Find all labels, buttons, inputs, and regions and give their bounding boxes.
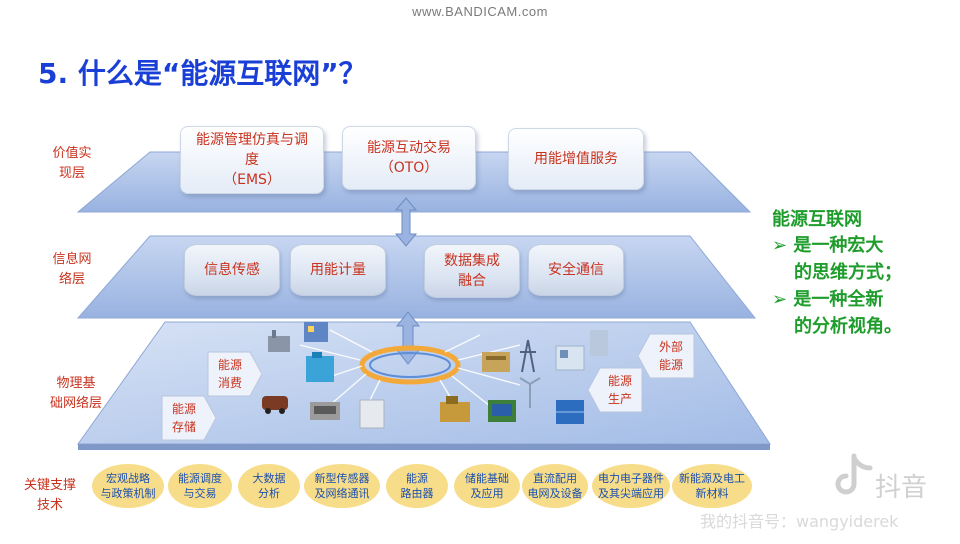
tech-item-dispatch-text: 能源调度 与交易 bbox=[178, 472, 222, 500]
value-box-service-line1: 用能增值服务 bbox=[534, 151, 618, 167]
account-watermark: 我的抖音号：wangyiderek bbox=[700, 512, 899, 531]
tech-item-sensor: 新型传感器 及网络通讯 bbox=[304, 464, 380, 508]
energy-router-ring bbox=[359, 345, 461, 385]
cabinet-icon bbox=[359, 399, 385, 429]
value-box-oto-line2: （OTO） bbox=[379, 160, 439, 176]
tech-item-strategy-text: 宏观战略 与政策机制 bbox=[100, 472, 156, 500]
tiktok-logo-icon bbox=[835, 453, 873, 495]
value-layer-label-text: 价值实 现层 bbox=[52, 146, 92, 181]
tech-item-power-electronics: 电力电子器件 及其尖端应用 bbox=[592, 464, 670, 508]
bullet-arrow-icon: ➢ bbox=[772, 289, 794, 310]
tech-item-new-materials-text: 新能源及电工 新材料 bbox=[679, 472, 745, 500]
value-box-ems-line3: （EMS） bbox=[223, 172, 281, 188]
tiktok-watermark-text: 抖音 bbox=[875, 473, 928, 503]
physical-layer-label-text: 物理基 础网络层 bbox=[49, 376, 102, 411]
energy-storage-tag bbox=[161, 395, 217, 441]
arrow-up-down-icon bbox=[395, 311, 421, 365]
info-cyl-sensing: 信息传感 bbox=[184, 244, 280, 296]
energy-storage-label: 能源 存储 bbox=[162, 396, 206, 440]
info-layer-label: 信息网 络层 bbox=[40, 250, 104, 290]
solar-panel-icon bbox=[556, 400, 584, 424]
factory-icon bbox=[268, 330, 290, 352]
tech-item-strategy: 宏观战略 与政策机制 bbox=[92, 464, 164, 508]
slide-title: 5. 什么是“能源互联网”？ bbox=[38, 57, 367, 90]
tower-icon bbox=[590, 330, 608, 356]
right-point-1-a: 是一种宏大 bbox=[793, 235, 884, 256]
tech-item-new-materials: 新能源及电工 新材料 bbox=[672, 464, 752, 508]
substation-icon bbox=[555, 345, 585, 371]
tech-item-bigdata-text: 大数据 分析 bbox=[252, 472, 286, 500]
external-energy-text: 外部 能源 bbox=[658, 340, 683, 372]
energy-consume-label: 能源 消费 bbox=[208, 352, 252, 396]
tech-item-dispatch: 能源调度 与交易 bbox=[168, 464, 232, 508]
info-cyl-data-fusion-text: 数据集成 融合 bbox=[444, 253, 500, 289]
right-panel-points: ➢ 是一种宏大 的思维方式； ➢ 是一种全新 的分析视角。 bbox=[772, 232, 952, 340]
right-point-1: ➢ 是一种宏大 bbox=[772, 232, 952, 259]
energy-storage-text: 能源 存储 bbox=[171, 402, 196, 434]
tech-item-dc-grid-text: 直流配用 电网及设备 bbox=[527, 472, 583, 500]
info-cyl-data-fusion: 数据集成 融合 bbox=[424, 244, 520, 298]
tech-item-storage: 储能基础 及应用 bbox=[454, 464, 520, 508]
bullet-arrow-icon: ➢ bbox=[772, 235, 794, 256]
tech-item-power-electronics-text: 电力电子器件 及其尖端应用 bbox=[598, 472, 664, 500]
building-icon bbox=[306, 352, 334, 382]
external-energy-tag bbox=[637, 333, 695, 379]
power-tower-icon bbox=[520, 339, 536, 373]
bandicam-watermark: www.BANDICAM.com bbox=[412, 4, 548, 19]
energy-consume-text: 能源 消费 bbox=[217, 358, 242, 390]
energy-consume-tag bbox=[207, 351, 263, 397]
tech-item-bigdata: 大数据 分析 bbox=[238, 464, 300, 508]
physical-layer-label: 物理基 础网络层 bbox=[36, 374, 116, 414]
value-box-oto: 能源互动交易 （OTO） bbox=[342, 126, 476, 190]
right-point-2-cont: 的分析视角。 bbox=[794, 316, 902, 337]
tech-layer-label: 关键支撑 技术 bbox=[10, 476, 90, 516]
energy-produce-text: 能源 生产 bbox=[607, 374, 632, 406]
generator-icon bbox=[440, 396, 470, 422]
tech-layer-label-text: 关键支撑 技术 bbox=[23, 478, 76, 513]
wind-turbine-icon bbox=[519, 377, 541, 408]
value-box-ems-line1: 能源管理仿真与调 bbox=[196, 132, 308, 148]
info-layer-label-text: 信息网 络层 bbox=[52, 252, 92, 287]
right-panel-heading: 能源互联网 bbox=[772, 209, 862, 230]
machine-icon bbox=[304, 322, 328, 342]
value-box-oto-line1: 能源互动交易 bbox=[367, 140, 451, 156]
external-energy-label: 外部 能源 bbox=[648, 334, 694, 378]
pipeline-icon bbox=[482, 352, 510, 372]
tech-item-sensor-text: 新型传感器 及网络通讯 bbox=[314, 472, 370, 500]
info-cyl-sensing-text: 信息传感 bbox=[204, 262, 260, 278]
solar-panel-icon bbox=[488, 400, 516, 422]
arrow-up-down-icon bbox=[394, 197, 418, 247]
right-point-2: ➢ 是一种全新 bbox=[772, 286, 952, 313]
value-layer-label: 价值实 现层 bbox=[40, 144, 104, 184]
tech-item-dc-grid: 直流配用 电网及设备 bbox=[522, 464, 588, 508]
energy-produce-tag bbox=[587, 367, 643, 413]
tech-item-router: 能源 路由器 bbox=[386, 464, 448, 508]
info-cyl-metering: 用能计量 bbox=[290, 244, 386, 296]
info-cyl-security-text: 安全通信 bbox=[548, 262, 604, 278]
info-cyl-metering-text: 用能计量 bbox=[310, 262, 366, 278]
info-layer-plane bbox=[76, 235, 757, 319]
tech-item-storage-text: 储能基础 及应用 bbox=[465, 472, 509, 500]
right-point-1-cont: 的思维方式； bbox=[794, 262, 902, 283]
car-icon bbox=[262, 396, 288, 414]
tech-item-router-text: 能源 路由器 bbox=[400, 472, 434, 500]
right-point-2-a: 是一种全新 bbox=[793, 289, 884, 310]
energy-produce-label: 能源 生产 bbox=[598, 368, 642, 412]
info-cyl-security: 安全通信 bbox=[528, 244, 624, 296]
value-box-service: 用能增值服务 bbox=[508, 128, 644, 190]
value-box-ems-line2: 度 bbox=[245, 152, 259, 168]
battery-car-icon bbox=[310, 402, 340, 420]
value-box-ems: 能源管理仿真与调 度 （EMS） bbox=[180, 126, 324, 194]
